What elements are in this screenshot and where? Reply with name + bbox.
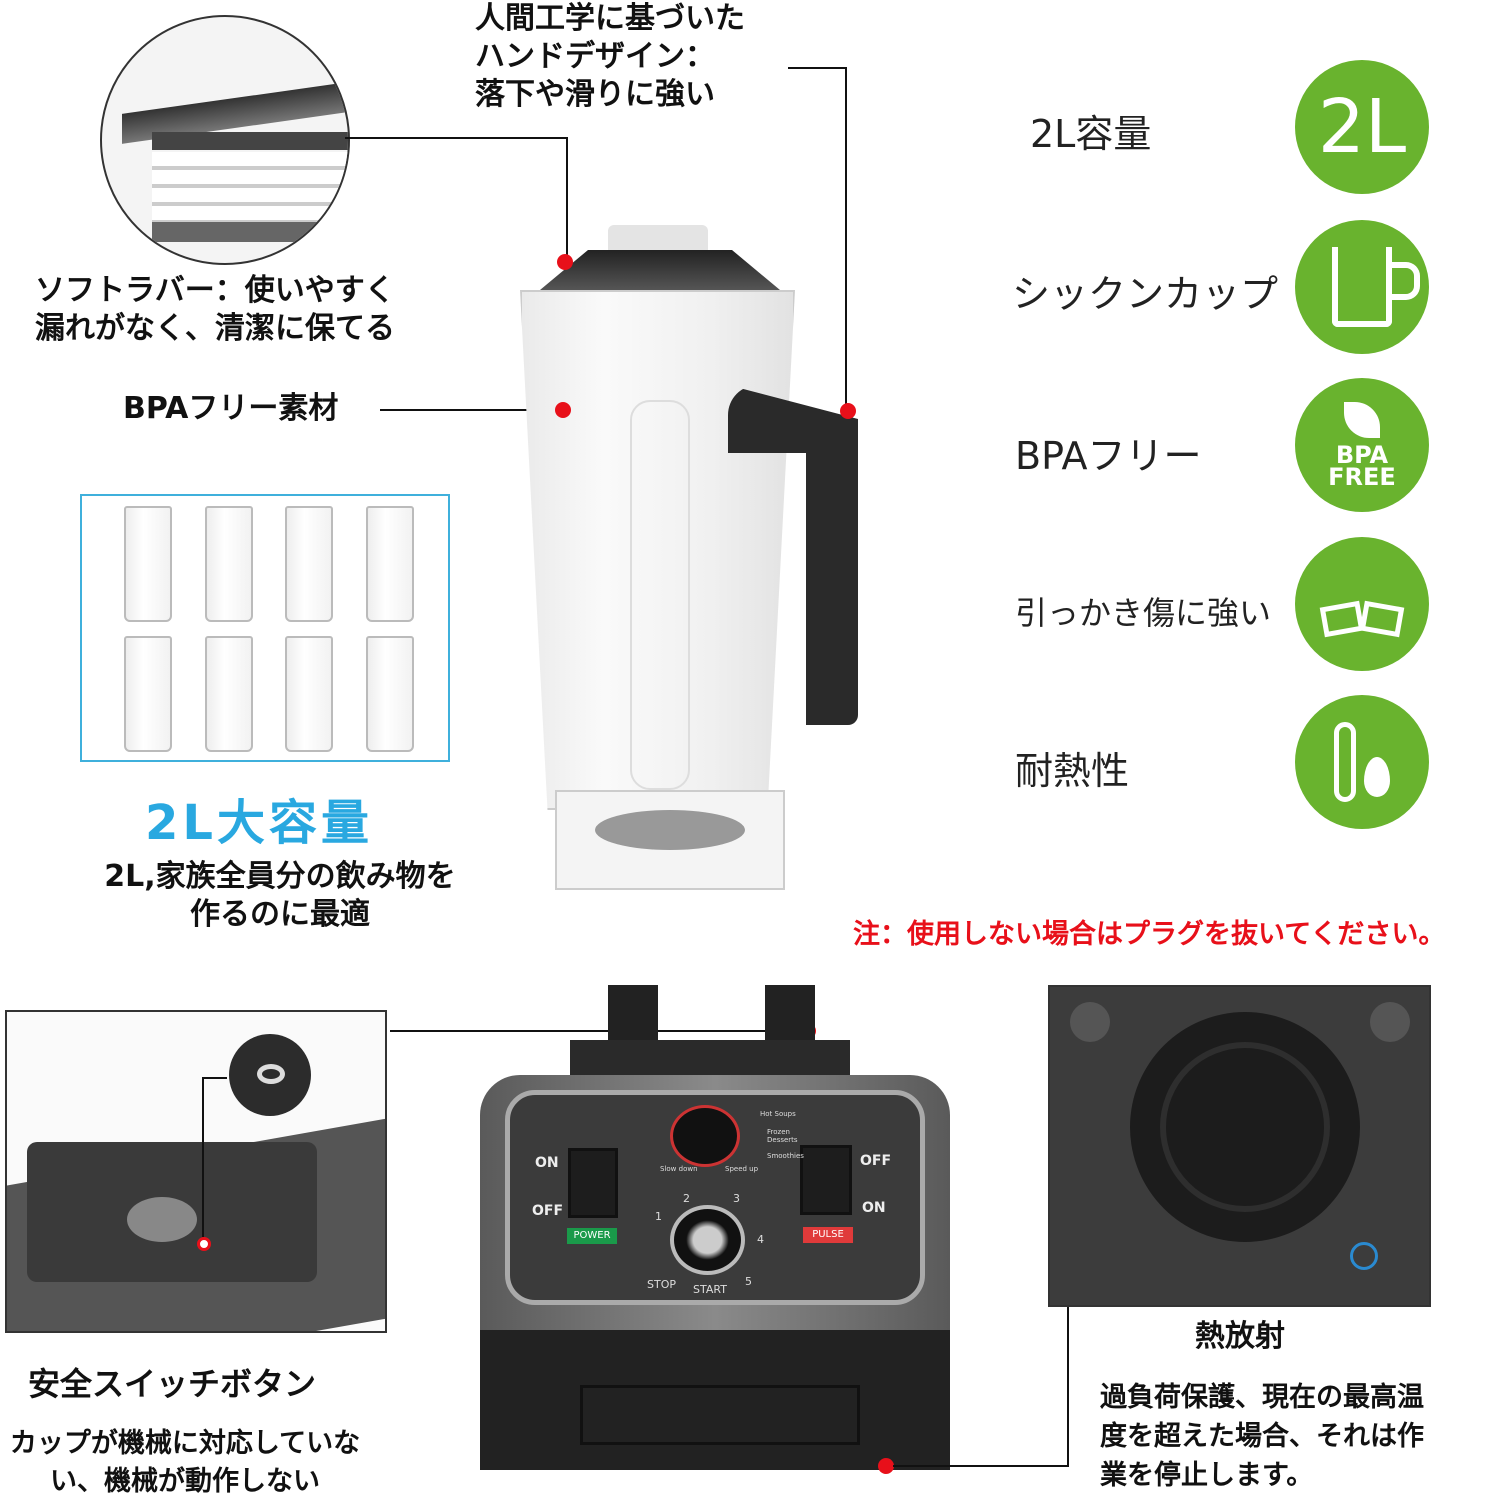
cup-icon — [1295, 220, 1429, 354]
capacity-desc: 2L,家族全員分の飲み物を 作るのに最適 — [0, 858, 560, 934]
rubber-line-2: 漏れがなく、清潔に保てる — [35, 311, 395, 346]
hot-soups-label: Hot Soups — [760, 1110, 796, 1118]
crack-icon — [1295, 537, 1429, 671]
rubber-callout: ソフトラバー：使いやすく 漏れがなく、清潔に保てる — [35, 272, 395, 348]
safety-desc: カップが機械に対応していな い、機械が動作しない — [0, 1425, 370, 1501]
speed-up-label: Speed up — [725, 1165, 759, 1173]
bpa-material-label: BPAフリー素材 — [123, 391, 339, 426]
glasses-illustration — [80, 494, 450, 762]
blender-jar-image — [500, 220, 870, 900]
feature-label-bpa: BPAフリー — [1015, 434, 1202, 478]
program-3: 3 — [733, 1192, 740, 1205]
feature-label-capacity: 2L容量 — [1030, 112, 1152, 156]
power-switch[interactable] — [568, 1148, 618, 1218]
smoothies-label: Smoothies — [767, 1152, 804, 1160]
program-4: 4 — [757, 1233, 764, 1246]
feature-label-cup: シックンカップ — [1012, 272, 1279, 316]
bpa-icon-text: BPA — [1335, 441, 1389, 469]
capacity-desc-2: 作るのに最適 — [190, 897, 370, 932]
handle-callout: 人間工学に基づいた ハンドデザイン： 落下や滑りに強い — [475, 0, 745, 114]
capacity-title: 2L大容量 — [145, 795, 373, 851]
slow-down-label: Slow down — [660, 1165, 698, 1173]
2l-icon: 2L — [1295, 60, 1429, 194]
safety-desc-1: カップが機械に対応していな — [9, 1428, 361, 1459]
unplug-note: 注：使用しない場合はプラグを抜いてください。 — [853, 919, 1446, 950]
feature-label-scratch: 引っかき傷に強い — [1015, 594, 1272, 632]
pulse-label: PULSE — [803, 1227, 853, 1243]
stop-label: STOP — [647, 1278, 676, 1291]
heat-desc-1: 過負荷保護、現在の最高温 — [1100, 1382, 1424, 1413]
free-icon-text: FREE — [1328, 463, 1396, 491]
power-label: POWER — [567, 1228, 617, 1244]
power-on-label: ON — [535, 1155, 559, 1171]
heat-desc-2: 度を超えた場合、それは作 — [1100, 1421, 1424, 1452]
2l-icon-text: 2L — [1317, 84, 1407, 170]
program-knob[interactable] — [670, 1205, 745, 1275]
heat-title: 熱放射 — [1195, 1319, 1285, 1354]
lid-closeup-inset — [100, 15, 350, 265]
rubber-line-1: ソフトラバー：使いやすく — [35, 273, 395, 308]
safety-desc-2: い、機械が動作しない — [50, 1466, 320, 1497]
power-off-label: OFF — [532, 1203, 564, 1219]
handle-line-1: 人間工学に基づいた — [475, 1, 745, 36]
heat-desc: 過負荷保護、現在の最高温 度を超えた場合、それは作 業を停止します。 — [1100, 1378, 1424, 1495]
feature-label-heat: 耐熱性 — [1015, 749, 1130, 793]
pulse-on-label: ON — [862, 1200, 886, 1216]
program-1: 1 — [655, 1210, 662, 1223]
handle-line-3: 落下や滑りに強い — [475, 77, 715, 112]
leaf-icon: BPA FREE — [1295, 378, 1429, 512]
pulse-switch[interactable] — [800, 1145, 852, 1215]
frozen-desserts-label: Frozen Desserts — [767, 1128, 798, 1144]
safety-switch-inset — [5, 1010, 387, 1333]
program-5: 5 — [745, 1275, 752, 1288]
safety-title: 安全スイッチボタン — [28, 1365, 317, 1403]
speed-knob[interactable] — [670, 1105, 740, 1167]
program-2: 2 — [683, 1192, 690, 1205]
handle-line-2: ハンドデザイン： — [475, 39, 715, 74]
thermometer-fire-icon — [1295, 695, 1429, 829]
base-bottom-inset — [1048, 985, 1431, 1307]
pulse-off-label: OFF — [860, 1153, 892, 1169]
start-label: START — [693, 1283, 727, 1296]
heat-desc-3: 業を停止します。 — [1100, 1460, 1314, 1491]
capacity-desc-1: 2L,家族全員分の飲み物を — [104, 859, 456, 894]
